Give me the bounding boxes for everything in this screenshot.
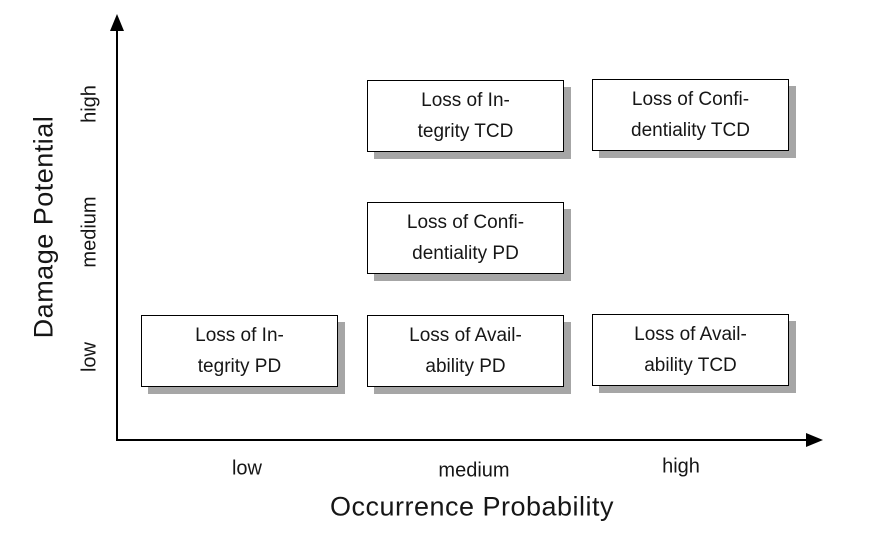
risk-box-loss-of-integrity-pd: Loss of In- tegrity PD [141, 315, 338, 387]
risk-box-text-line: ability TCD [644, 355, 737, 376]
x-tick-low: low [231, 457, 263, 480]
risk-box-text-line: Loss of In- [421, 90, 510, 111]
risk-box-loss-of-integrity-tcd: Loss of In- tegrity TCD [367, 80, 564, 152]
x-tick-high: high [662, 455, 700, 478]
x-tick-medium: medium [438, 459, 510, 482]
risk-box-text-line: dentiality TCD [631, 120, 750, 141]
y-tick-high: high [78, 85, 101, 123]
risk-box-text-line: ability PD [425, 356, 506, 377]
x-axis-line [116, 439, 810, 441]
y-axis-title: Damage Potential [28, 115, 59, 339]
risk-box-text-line: tegrity PD [197, 356, 282, 377]
y-axis-line [116, 28, 118, 440]
y-tick-medium: medium [78, 196, 101, 268]
y-tick-low: low [78, 341, 101, 373]
risk-box-text-line: tegrity TCD [417, 121, 514, 142]
y-axis-arrowhead-icon [110, 14, 124, 31]
risk-box-text-line: dentiality PD [412, 243, 519, 264]
x-axis-arrowhead-icon [806, 433, 823, 447]
risk-box-text-line: Loss of Confi- [631, 89, 750, 110]
risk-box-text-line: Loss of Avail- [634, 324, 747, 345]
risk-box-text-line: Loss of Confi- [406, 212, 525, 233]
x-axis-title: Occurrence Probability [329, 491, 615, 522]
risk-box-loss-of-confidentiality-pd: Loss of Confi- dentiality PD [367, 202, 564, 274]
risk-box-loss-of-availability-tcd: Loss of Avail- ability TCD [592, 314, 789, 386]
risk-box-loss-of-confidentiality-tcd: Loss of Confi- dentiality TCD [592, 79, 789, 151]
risk-box-text-line: Loss of Avail- [409, 325, 522, 346]
risk-box-text-line: Loss of In- [195, 325, 284, 346]
risk-box-loss-of-availability-pd: Loss of Avail- ability PD [367, 315, 564, 387]
